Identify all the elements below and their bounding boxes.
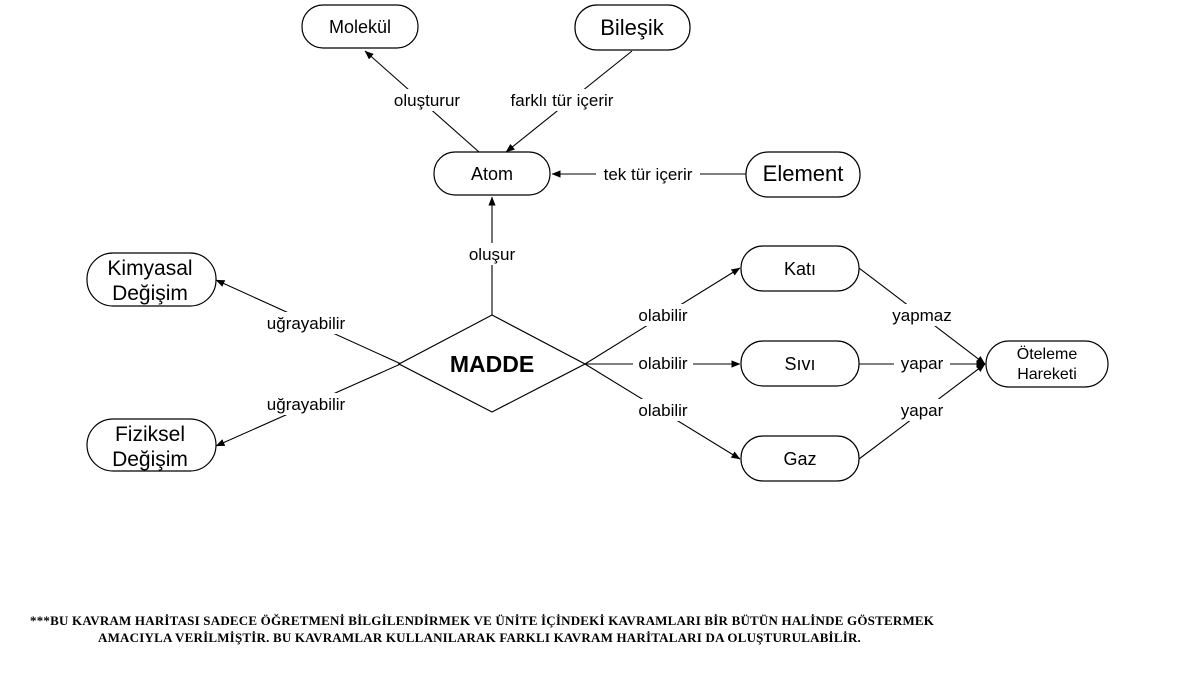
label-tek-tur-icerir: tek tür içerir — [604, 165, 693, 184]
node-sivi: Sıvı — [740, 340, 860, 387]
node-madde: MADDE — [397, 314, 587, 413]
node-molekul: Molekül — [301, 4, 419, 49]
node-gaz-label: Gaz — [783, 449, 816, 469]
footnote-line2: AMACIYLA VERİLMİŞTİR. BU KAVRAMLAR KULLA… — [98, 630, 861, 645]
label-olabilir-sivi: olabilir — [638, 354, 687, 373]
node-kati: Katı — [740, 245, 860, 292]
node-kimyasal-degisim: Kimyasal Değişim — [86, 252, 217, 307]
node-fiziksel-degisim: Fiziksel Değişim — [86, 418, 217, 472]
label-yapar-sivi: yapar — [901, 354, 944, 373]
node-gaz: Gaz — [740, 435, 860, 482]
label-olabilir-gaz: olabilir — [638, 401, 687, 420]
node-oteleme-line2: Hareketi — [1017, 366, 1077, 383]
node-oteleme-hareketi: Öteleme Hareketi — [985, 340, 1109, 388]
footnote-line1: ***BU KAVRAM HARİTASI SADECE ÖĞRETMENİ B… — [30, 613, 935, 628]
label-yapar-gaz: yapar — [901, 401, 944, 420]
node-element: Element — [745, 151, 861, 198]
label-olusur: oluşur — [469, 245, 516, 264]
label-olusturur: oluşturur — [394, 91, 460, 110]
node-bilesik: Bileşik — [574, 4, 691, 51]
node-kati-label: Katı — [784, 259, 816, 279]
node-bilesik-label: Bileşik — [600, 15, 665, 40]
label-ugrayabilir-kimyasal: uğrayabilir — [267, 314, 346, 333]
node-madde-label: MADDE — [450, 351, 534, 377]
node-kimyasal-line1: Kimyasal — [107, 257, 192, 280]
label-yapmaz: yapmaz — [892, 306, 952, 325]
node-atom: Atom — [433, 151, 551, 196]
edge-labels: oluşturur farklı tür içerir tek tür içer… — [258, 89, 960, 421]
label-olabilir-kati: olabilir — [638, 306, 687, 325]
node-element-label: Element — [763, 161, 844, 186]
node-fiziksel-line2: Değişim — [112, 448, 188, 471]
node-kimyasal-line2: Değişim — [112, 282, 188, 305]
node-sivi-label: Sıvı — [784, 354, 815, 374]
node-molekul-label: Molekül — [329, 17, 391, 37]
footnote: ***BU KAVRAM HARİTASI SADECE ÖĞRETMENİ B… — [30, 612, 1150, 646]
label-farkli-tur-icerir: farklı tür içerir — [511, 91, 614, 110]
node-oteleme-line1: Öteleme — [1017, 345, 1078, 363]
node-atom-label: Atom — [471, 164, 513, 184]
label-ugrayabilir-fiziksel: uğrayabilir — [267, 395, 346, 414]
nodes: Molekül Bileşik Atom Element Kimyasal De… — [86, 4, 1109, 482]
node-fiziksel-line1: Fiziksel — [115, 423, 185, 446]
